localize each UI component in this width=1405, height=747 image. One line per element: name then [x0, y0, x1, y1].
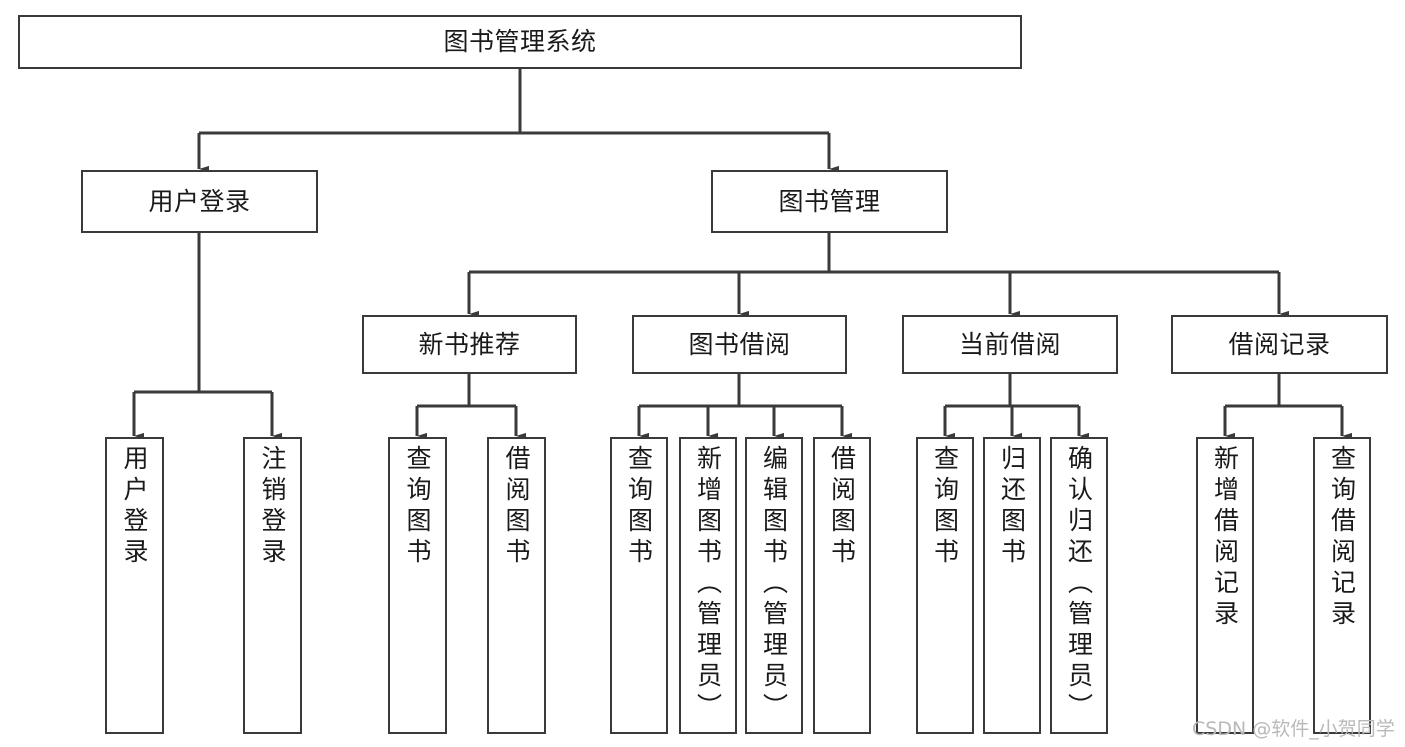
node-label: 图书借阅	[688, 329, 791, 359]
leaf-node-7[interactable]: 借阅图书	[813, 437, 871, 734]
node-label: 查询借阅记录	[1327, 445, 1357, 631]
leaf-node-3[interactable]: 借阅图书	[487, 437, 546, 734]
node-label: 新增借阅记录	[1210, 445, 1240, 631]
node-label: 图书管理系统	[443, 27, 597, 56]
node-label: 查询图书	[930, 445, 960, 569]
node-label: 新书推荐	[418, 329, 521, 359]
leaf-node-6[interactable]: 编辑图书（管理员）	[745, 437, 803, 734]
leaf-node-9[interactable]: 归还图书	[983, 437, 1041, 734]
node-label: 新增图书（管理员）	[693, 445, 723, 724]
leaf-node-1[interactable]: 注销登录	[243, 437, 302, 734]
node-label: 确认归还（管理员）	[1064, 445, 1094, 724]
node-label: 注销登录	[258, 445, 287, 569]
level2-node-1[interactable]: 图书管理	[711, 170, 948, 233]
node-label: 归还图书	[997, 445, 1027, 569]
leaf-node-4[interactable]: 查询图书	[610, 437, 668, 734]
root-node[interactable]: 图书管理系统	[18, 15, 1022, 69]
node-label: 查询图书	[624, 445, 654, 569]
node-label: 当前借阅	[958, 329, 1061, 359]
leaf-node-8[interactable]: 查询图书	[916, 437, 974, 734]
node-label: 借阅图书	[502, 445, 531, 569]
leaf-node-0[interactable]: 用户登录	[105, 437, 164, 734]
level3-node-1[interactable]: 图书借阅	[632, 315, 847, 374]
leaf-node-12[interactable]: 查询借阅记录	[1313, 437, 1371, 734]
node-label: 图书管理	[778, 186, 881, 216]
leaf-node-5[interactable]: 新增图书（管理员）	[679, 437, 737, 734]
node-label: 编辑图书（管理员）	[759, 445, 789, 724]
level3-node-0[interactable]: 新书推荐	[362, 315, 577, 374]
node-label: 借阅记录	[1228, 329, 1331, 359]
leaf-node-11[interactable]: 新增借阅记录	[1196, 437, 1254, 734]
node-label: 用户登录	[120, 445, 149, 569]
leaf-node-10[interactable]: 确认归还（管理员）	[1050, 437, 1108, 734]
node-label: 用户登录	[148, 186, 251, 216]
level2-node-0[interactable]: 用户登录	[81, 170, 318, 233]
level3-node-3[interactable]: 借阅记录	[1171, 315, 1388, 374]
node-label: 借阅图书	[827, 445, 857, 569]
connector-lines	[132, 69, 1352, 440]
level3-node-2[interactable]: 当前借阅	[902, 315, 1118, 374]
leaf-node-2[interactable]: 查询图书	[388, 437, 447, 734]
node-label: 查询图书	[403, 445, 432, 569]
